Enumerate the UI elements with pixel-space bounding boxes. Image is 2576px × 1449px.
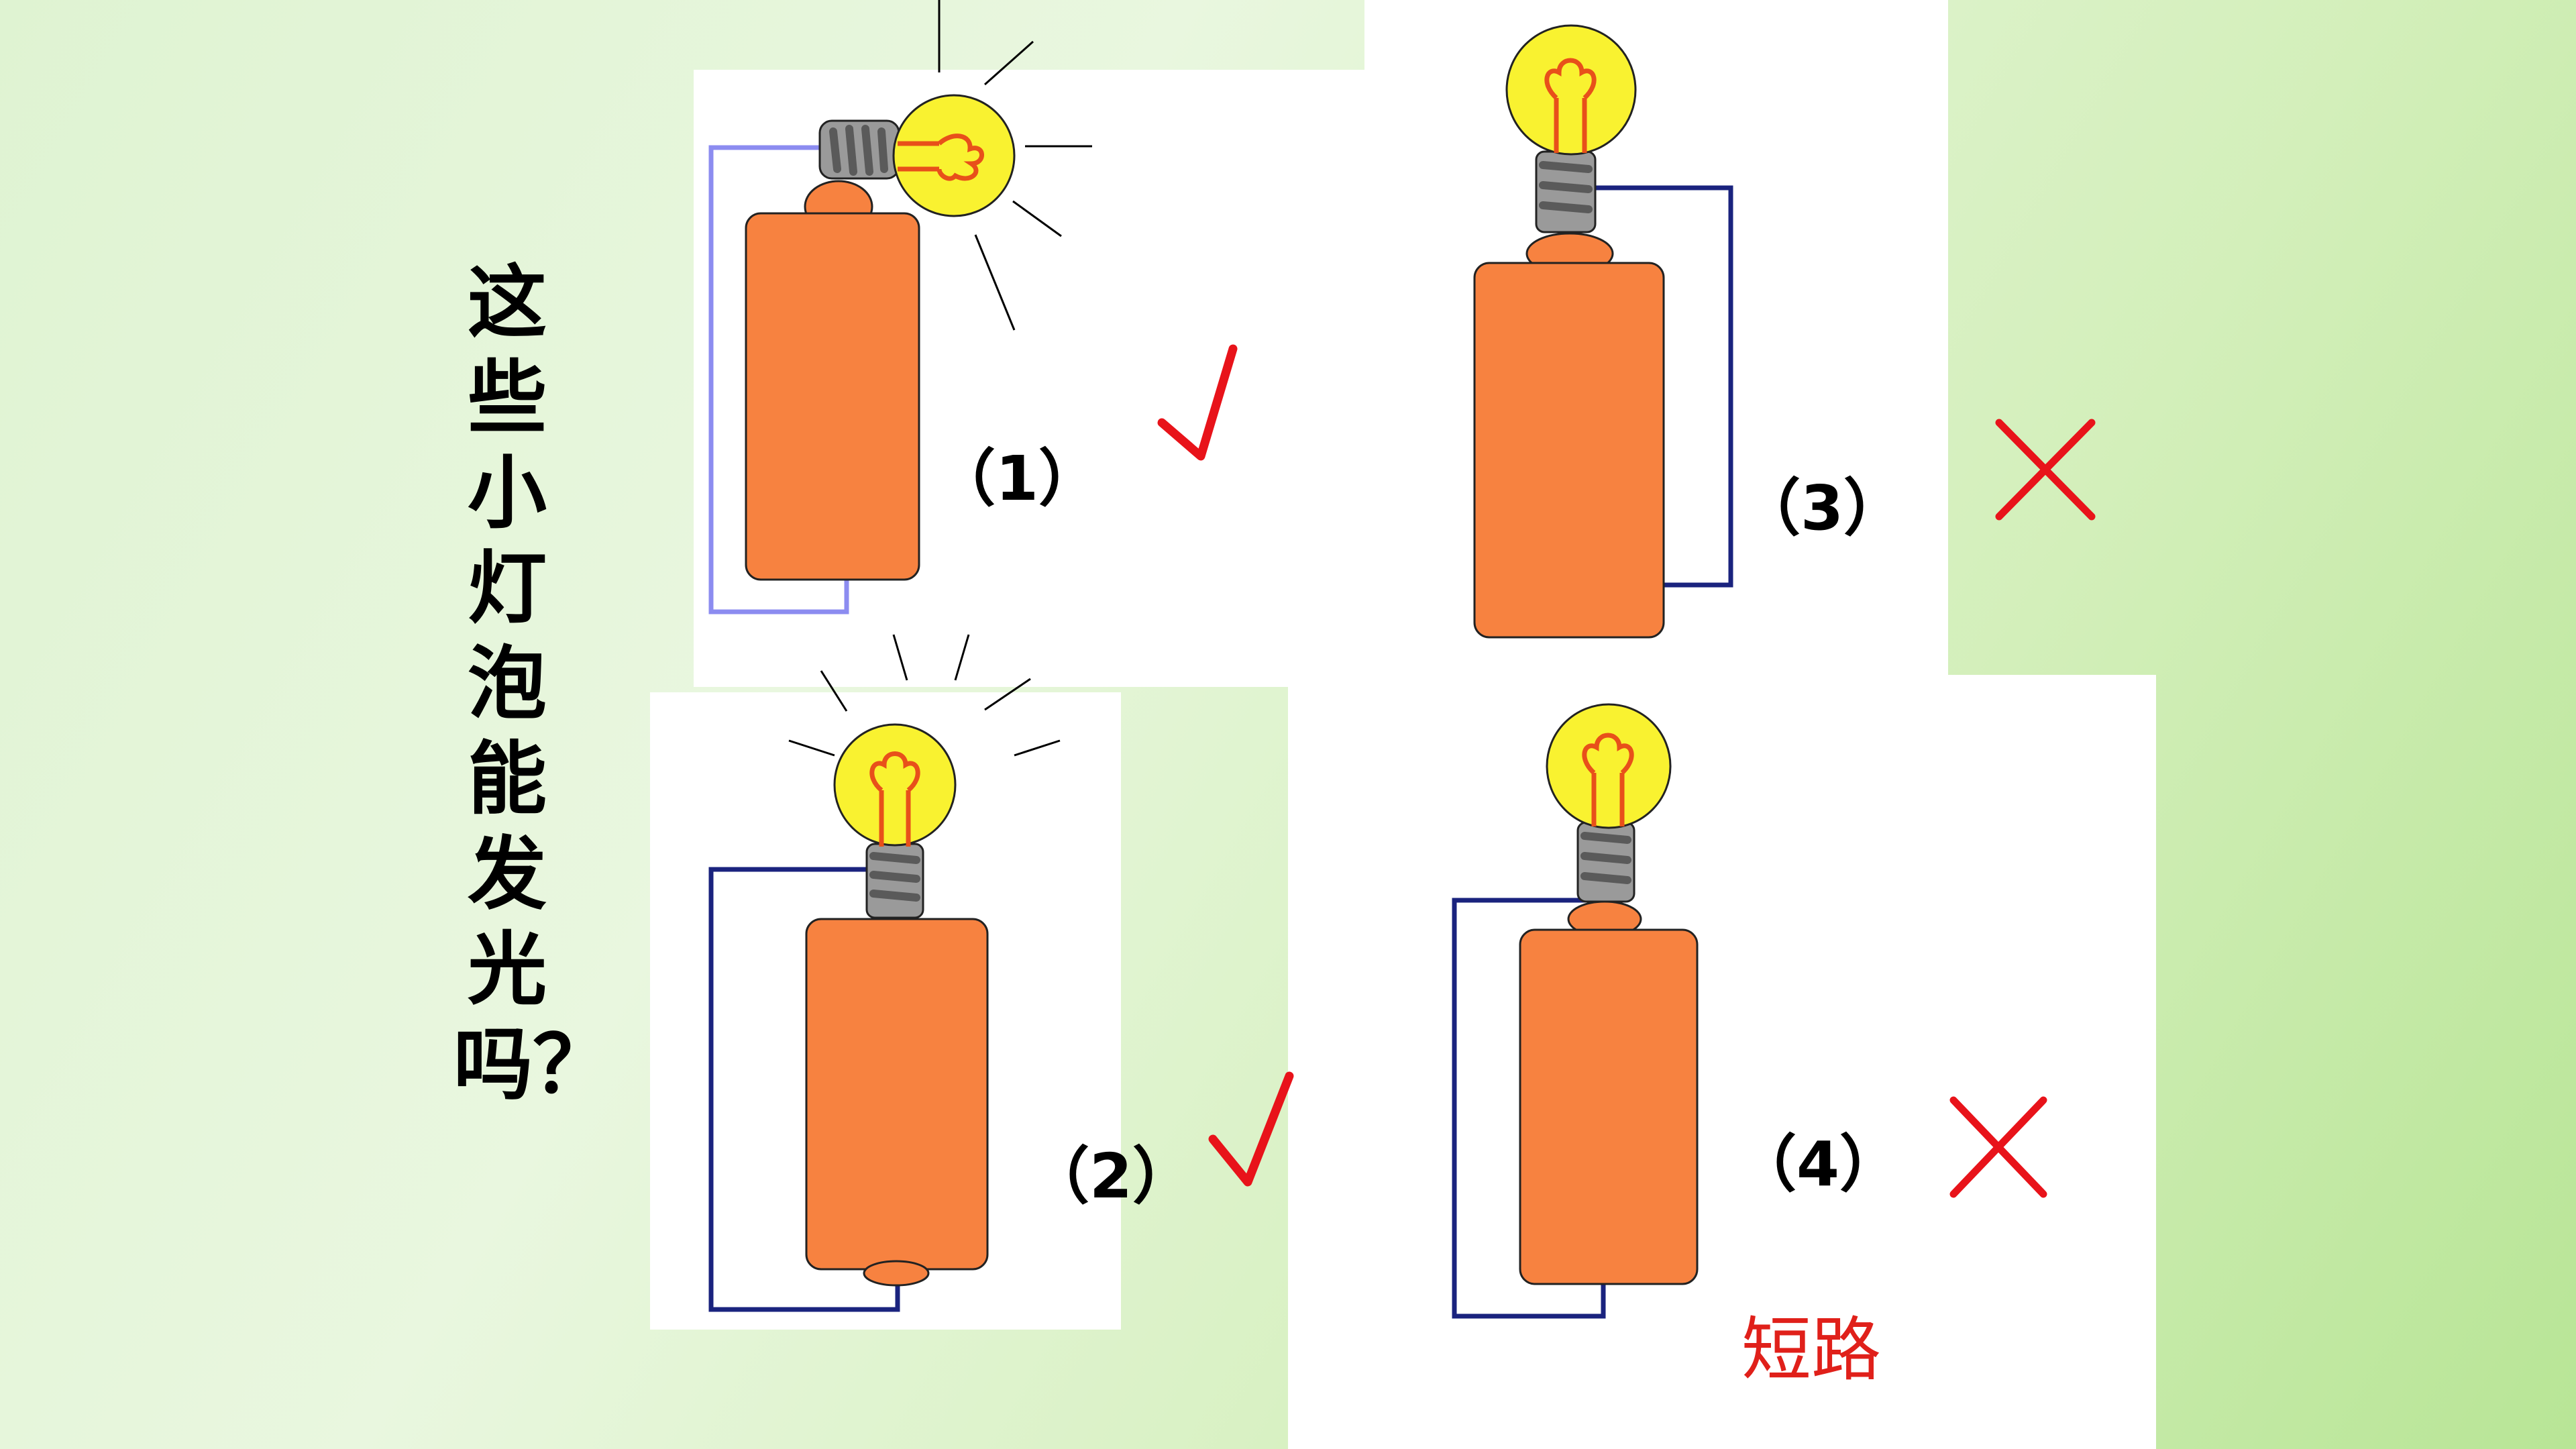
circuit-4 [1452, 703, 1699, 1319]
battery-terminal [863, 1260, 930, 1287]
bulb [892, 94, 1016, 217]
battery [805, 918, 989, 1271]
wire-4 [1452, 898, 1606, 1319]
circuit-2-label: （2） [1028, 1140, 1195, 1212]
check-mark-icon [1208, 1071, 1294, 1187]
light-rays [788, 634, 1061, 757]
wire-3 [1595, 185, 1733, 588]
bulb [1546, 703, 1672, 829]
wire-1 [708, 145, 849, 614]
circuit-4-panel [1288, 675, 2156, 1449]
bulb [1505, 24, 1637, 156]
circuit-2 [708, 634, 1061, 1312]
circuit-4-label: （4） [1735, 1128, 1902, 1200]
circuit-3 [1473, 24, 1733, 639]
circuit-1 [708, 0, 1092, 614]
battery [1473, 262, 1665, 639]
bulb [833, 723, 957, 847]
battery [745, 212, 920, 581]
short-circuit-note: 短路 [1741, 1309, 1882, 1391]
cross-mark-icon [1995, 419, 2096, 521]
light-rays [938, 0, 1092, 331]
circuit-3-label: （3） [1739, 472, 1906, 544]
wire-2 [708, 867, 900, 1312]
cross-mark-icon [1949, 1096, 2047, 1198]
check-mark-icon [1157, 344, 1238, 461]
circuit-1-label: （1） [934, 443, 1101, 515]
battery [1519, 928, 1699, 1285]
